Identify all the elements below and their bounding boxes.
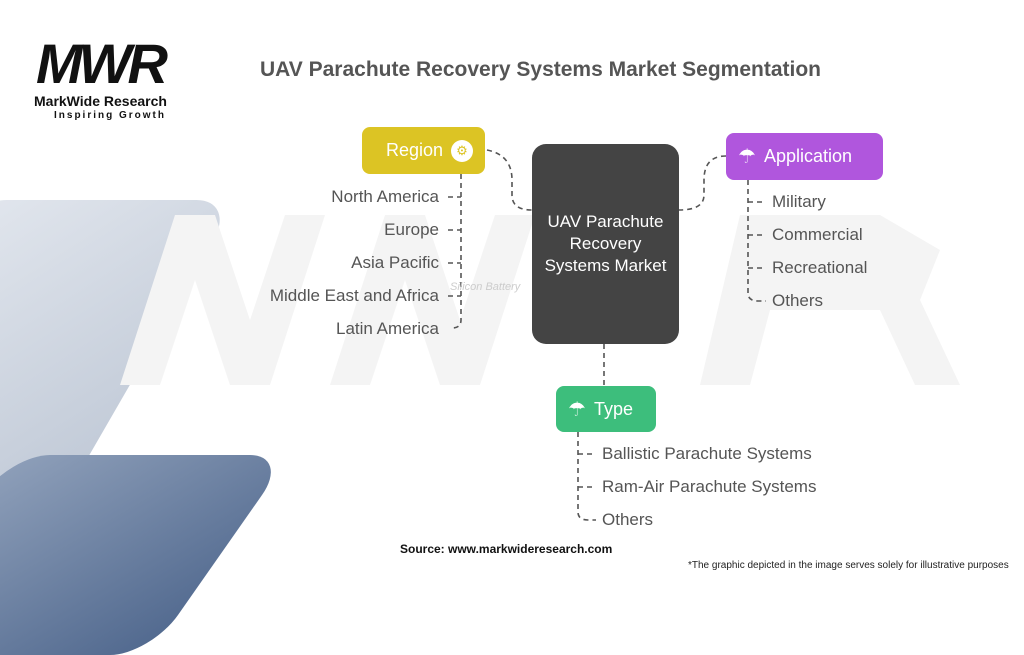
region-item: Europe [384, 220, 439, 239]
disclaimer-note: *The graphic depicted in the image serve… [688, 560, 1009, 571]
parachute-box-icon: ☂ [568, 398, 586, 421]
application-item: Military [772, 192, 826, 211]
region-item: Asia Pacific [351, 253, 439, 272]
type-item: Ballistic Parachute Systems [602, 444, 812, 463]
application-label: Application [763, 146, 852, 166]
type-item: Others [602, 510, 654, 529]
region-item: Latin America [336, 319, 439, 338]
page-title: UAV Parachute Recovery Systems Market Se… [260, 58, 821, 81]
connectors [448, 149, 766, 521]
application-item: Others [772, 291, 824, 310]
application-item: Recreational [772, 258, 868, 277]
region-item: North America [331, 187, 439, 206]
faint-text: Silicon Battery [450, 281, 521, 293]
logo-name: MarkWide Research [34, 93, 167, 109]
region-node: Region ⚙ [362, 127, 485, 174]
source-text: Source: www.markwideresearch.com [400, 542, 613, 556]
region-label: Region [385, 140, 443, 160]
watermark-shape [120, 215, 960, 385]
region-item: Middle East and Africa [269, 286, 439, 305]
location-gear-icon: ⚙ [451, 139, 473, 162]
drone-parachute-icon: ☂ [738, 146, 756, 168]
center-node: UAV Parachute Recovery Systems Market [532, 144, 679, 344]
logo-tagline: Inspiring Growth [54, 110, 166, 121]
logo-mark: MWR [36, 32, 168, 95]
type-node: ☂ Type [556, 386, 656, 432]
type-item: Ram-Air Parachute Systems [602, 477, 817, 496]
application-item: Commercial [772, 225, 863, 244]
application-node: ☂ Application [726, 133, 883, 180]
type-label: Type [593, 398, 633, 419]
